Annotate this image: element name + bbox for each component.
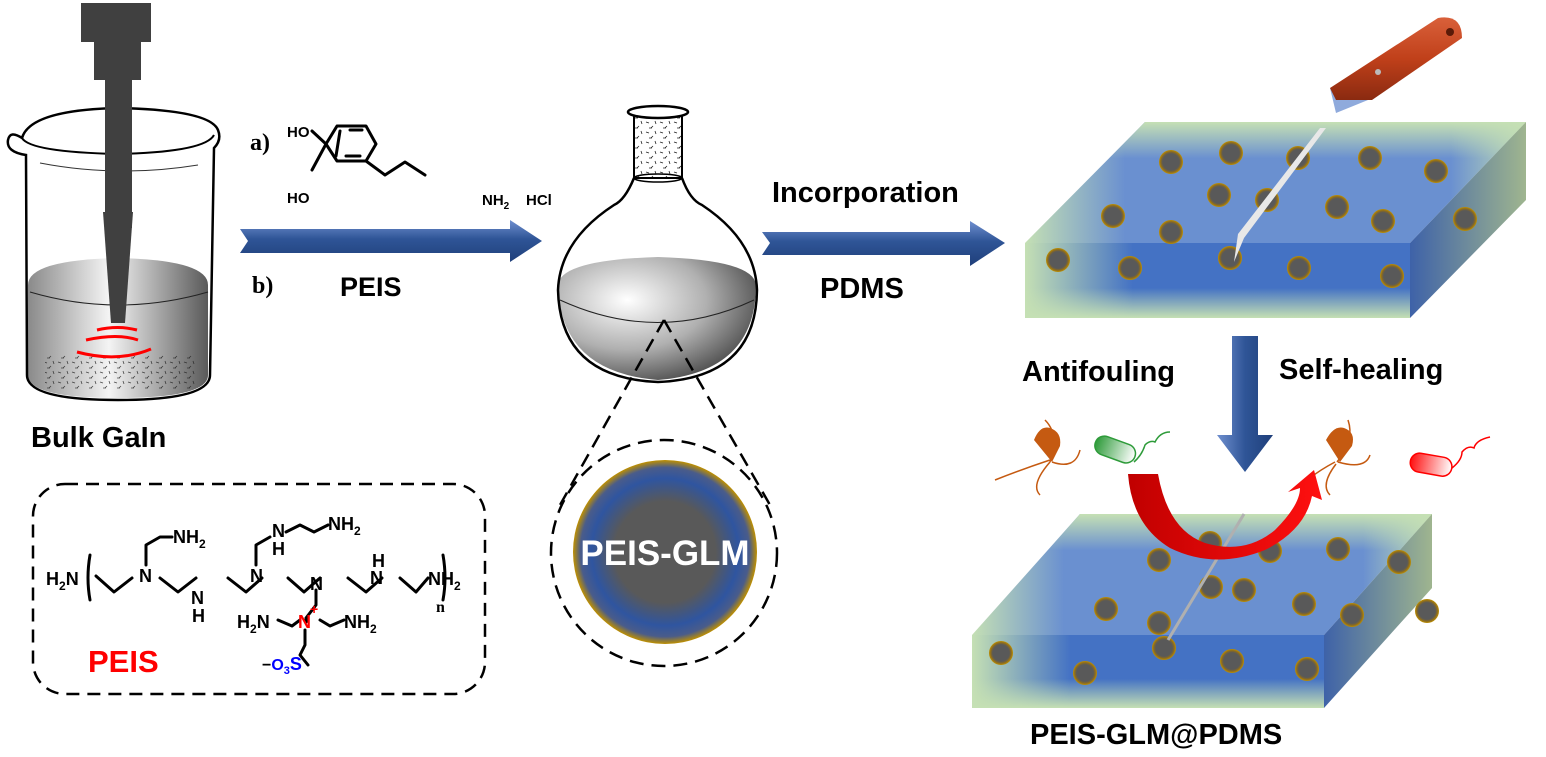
bacterium-brown-right-icon	[1309, 419, 1371, 496]
svg-text:HO: HO	[287, 124, 310, 141]
droplet	[1453, 207, 1477, 231]
peis-title: PEIS	[88, 644, 159, 679]
peis-chemical-structure: H2N N NH2 N H N N H NH2 N H N NH2 n H2N …	[46, 514, 461, 677]
droplet	[1219, 141, 1243, 165]
svg-text:HCl: HCl	[526, 192, 552, 209]
flask-outline	[556, 177, 759, 384]
droplet	[1326, 537, 1350, 561]
svg-text:NH2: NH2	[328, 514, 361, 538]
droplet	[1358, 146, 1382, 170]
droplet	[1159, 150, 1183, 174]
dopamine-structure: HO HO NH2 HCl	[287, 124, 552, 212]
droplet	[1220, 649, 1244, 673]
quaternary-nitrogen: N	[298, 612, 311, 632]
healing-arrow	[1128, 470, 1322, 560]
droplet	[1147, 611, 1171, 635]
antifouling-label: Antifouling	[1022, 356, 1175, 388]
svg-text:N: N	[370, 568, 383, 588]
droplet	[1046, 248, 1070, 272]
droplet	[1118, 256, 1142, 280]
composite-label: PEIS-GLM@PDMS	[1030, 719, 1282, 751]
droplet	[1325, 195, 1349, 219]
process-arrow-3	[1217, 336, 1273, 472]
svg-text:NH2: NH2	[173, 527, 206, 551]
droplet	[1292, 592, 1316, 616]
droplet	[1152, 636, 1176, 660]
svg-text:H2N: H2N	[46, 569, 79, 593]
process-arrow-2	[762, 221, 1005, 266]
bacterium-brown-left-icon	[994, 419, 1081, 496]
svg-text:NH2: NH2	[344, 612, 377, 636]
svg-text:n: n	[436, 599, 445, 616]
droplet	[1295, 657, 1319, 681]
droplet	[1159, 220, 1183, 244]
bulk-gain-label: Bulk GaIn	[31, 422, 166, 454]
scalpel-icon	[1330, 17, 1462, 113]
svg-text:H2N: H2N	[237, 612, 270, 636]
self-healing-label: Self-healing	[1279, 354, 1443, 386]
svg-text:NH2: NH2	[428, 569, 461, 593]
flask-neck	[633, 111, 683, 179]
svg-text:N: N	[310, 574, 323, 594]
ultrasonic-probe	[81, 3, 151, 323]
peis-glm-droplet	[573, 460, 757, 644]
svg-text:N: N	[191, 588, 204, 608]
bacterium-red-icon	[1409, 436, 1491, 477]
bacterium-green-icon	[1094, 431, 1171, 464]
beaker-outline	[6, 106, 221, 402]
peis-structure-panel: H2N N NH2 N H N N H NH2 N H N NH2 n H2N …	[31, 482, 487, 696]
svg-text:HO: HO	[287, 190, 310, 207]
droplet	[989, 641, 1013, 665]
svg-text:N: N	[272, 521, 285, 541]
peis-reagent-label: PEIS	[340, 272, 402, 302]
ultrasound-waves	[76, 326, 152, 359]
droplet	[1387, 550, 1411, 574]
droplet	[1101, 204, 1125, 228]
healed-composite-slab	[972, 513, 1439, 708]
svg-text:NH2: NH2	[482, 192, 510, 212]
droplet	[1380, 264, 1404, 288]
sonication-beaker	[6, 3, 221, 402]
droplet	[1094, 597, 1118, 621]
svg-text:N: N	[139, 566, 152, 586]
flask-liquid	[558, 257, 756, 380]
droplet	[1424, 159, 1448, 183]
bulk-metal-particles	[45, 355, 195, 390]
process-arrow-1	[240, 220, 542, 262]
step-a-label: a)	[250, 130, 270, 156]
embedded-droplets	[1046, 141, 1477, 288]
peis-glm-label: PEIS-GLM	[580, 534, 749, 573]
svg-text:N: N	[250, 566, 263, 586]
round-bottom-flask	[556, 104, 759, 384]
step-b-label: b)	[252, 273, 273, 299]
droplet	[1287, 256, 1311, 280]
droplet	[1371, 209, 1395, 233]
droplet	[1147, 548, 1171, 572]
svg-text:H: H	[272, 539, 285, 559]
droplet	[1199, 575, 1223, 599]
droplet	[1340, 603, 1364, 627]
droplet	[1073, 661, 1097, 685]
svg-text:H: H	[192, 606, 205, 626]
pdms-label: PDMS	[820, 273, 904, 305]
zoom-callout-lines	[549, 319, 779, 668]
droplet	[1415, 599, 1439, 623]
droplet	[1232, 578, 1256, 602]
damaged-composite-slab	[1025, 122, 1526, 318]
healed-crack	[1166, 513, 1246, 641]
svg-text:H: H	[372, 551, 385, 571]
svg-text:−O3S: −O3S	[262, 654, 302, 677]
svg-text:+: +	[310, 601, 318, 617]
incorporation-label: Incorporation	[772, 177, 959, 209]
droplet	[1207, 183, 1231, 207]
